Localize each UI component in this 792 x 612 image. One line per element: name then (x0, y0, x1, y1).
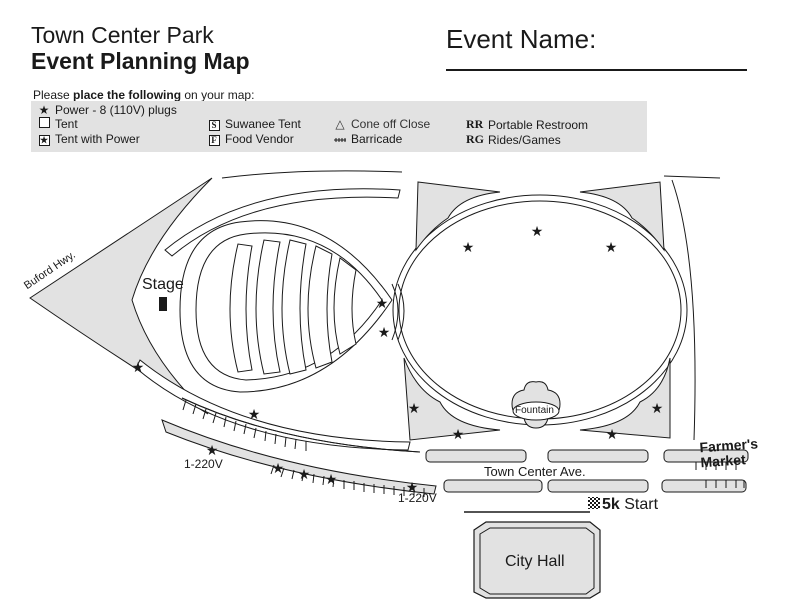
power-star-icon: ★ (651, 401, 664, 417)
corner-bed-se (579, 357, 671, 439)
street-label: Town Center Ave. (484, 464, 586, 479)
barricade-line (181, 397, 421, 453)
legend: ★ Power - 8 (110V) plugs Tent ★ Tent wit… (31, 101, 647, 152)
median-island (547, 449, 649, 463)
power-star-icon: ★ (606, 427, 619, 443)
power-star-icon: ★ (378, 325, 391, 341)
buford-hwy-area (29, 177, 213, 415)
power-star-icon: ★ (325, 472, 338, 488)
restroom-icon: RR (466, 117, 484, 131)
power-star-icon: ★ (248, 407, 261, 423)
tent-icon (37, 117, 51, 131)
barricade-icon (333, 132, 347, 146)
power-star-icon: ★ (531, 224, 544, 240)
power-star-icon: ★ (605, 240, 618, 256)
power-star-icon: ★ (376, 296, 389, 312)
legend-item-food-vendor: F Food Vendor (207, 132, 294, 146)
cone-icon: △ (335, 117, 345, 131)
suwanee-tent-icon: S (207, 117, 221, 131)
power-star-icon: ★ (408, 401, 421, 417)
median-island (425, 449, 527, 463)
legend-item-tent-power: ★ Tent with Power (37, 132, 140, 146)
checkered-flag-icon (588, 497, 600, 509)
start-label: 5k Start (602, 496, 659, 513)
power-star-icon: ★ (406, 480, 419, 496)
instructions: Please place the following on your map: (33, 88, 255, 102)
lawn-connector (397, 283, 405, 341)
fountain (512, 401, 560, 421)
legend-item-suwanee-tent: S Suwanee Tent (207, 117, 301, 131)
power-star-icon: ★ (206, 443, 219, 459)
seating-row (255, 239, 281, 375)
corner-bed-sw (403, 357, 501, 441)
farmers-market-label: Farmer's Market (698, 435, 759, 471)
page-title: Town Center Park Event Planning Map (31, 22, 250, 74)
legend-item-barricade: Barricade (333, 132, 402, 146)
power-220-label: 1-220V (184, 457, 223, 471)
city-hall-inner (479, 527, 595, 595)
corner-bed-nw (415, 181, 501, 252)
rides-icon: RG (466, 132, 484, 146)
corner-bed-ne (579, 181, 665, 252)
legend-item-rides: RG Rides/Games (466, 132, 561, 147)
fountain-label: Fountain (515, 405, 554, 416)
legend-item-restroom: RR Portable Restroom (466, 117, 589, 132)
power-markers: ★ ★ ★ ★ ★ ★ ★ ★ ★ ★ ★ ★ ★ ★ ★ ★ (132, 224, 664, 496)
map-title: Event Planning Map (31, 48, 250, 74)
seating-row (307, 245, 333, 369)
legend-item-tent: Tent (37, 117, 78, 131)
event-name-field[interactable] (446, 69, 747, 71)
east-path-outer (663, 175, 721, 179)
seating-row (229, 243, 253, 373)
seating-row (281, 239, 307, 375)
legend-item-cone: △ Cone off Close (333, 117, 430, 131)
food-vendor-icon: F (207, 132, 221, 146)
power-220-label: 1-220V (398, 491, 437, 505)
stage-label: Stage (142, 276, 184, 293)
power-star-icon: ★ (298, 467, 311, 483)
median-island (547, 479, 649, 493)
star-icon: ★ (38, 103, 50, 117)
city-hall-building (473, 521, 601, 599)
power-star-icon: ★ (462, 240, 475, 256)
seating-row (333, 257, 357, 355)
southwest-island (161, 419, 437, 495)
tent-with-power-icon: ★ (38, 135, 50, 146)
south-path (135, 359, 411, 451)
median-island (443, 479, 543, 493)
barricade-ticks (182, 399, 745, 497)
east-path (671, 179, 696, 441)
stage-block (159, 297, 167, 311)
median-island (661, 479, 747, 493)
park-name: Town Center Park (31, 22, 214, 48)
legend-item-power: ★ Power - 8 (110V) plugs (38, 103, 177, 117)
power-star-icon: ★ (452, 427, 465, 443)
lawn-connector (391, 283, 399, 341)
city-hall-label: City Hall (505, 553, 565, 570)
north-path (164, 188, 401, 257)
power-star-icon: ★ (132, 360, 145, 376)
north-path-outer (221, 170, 403, 179)
event-name-label: Event Name: (446, 24, 597, 54)
power-star-icon: ★ (272, 461, 285, 477)
